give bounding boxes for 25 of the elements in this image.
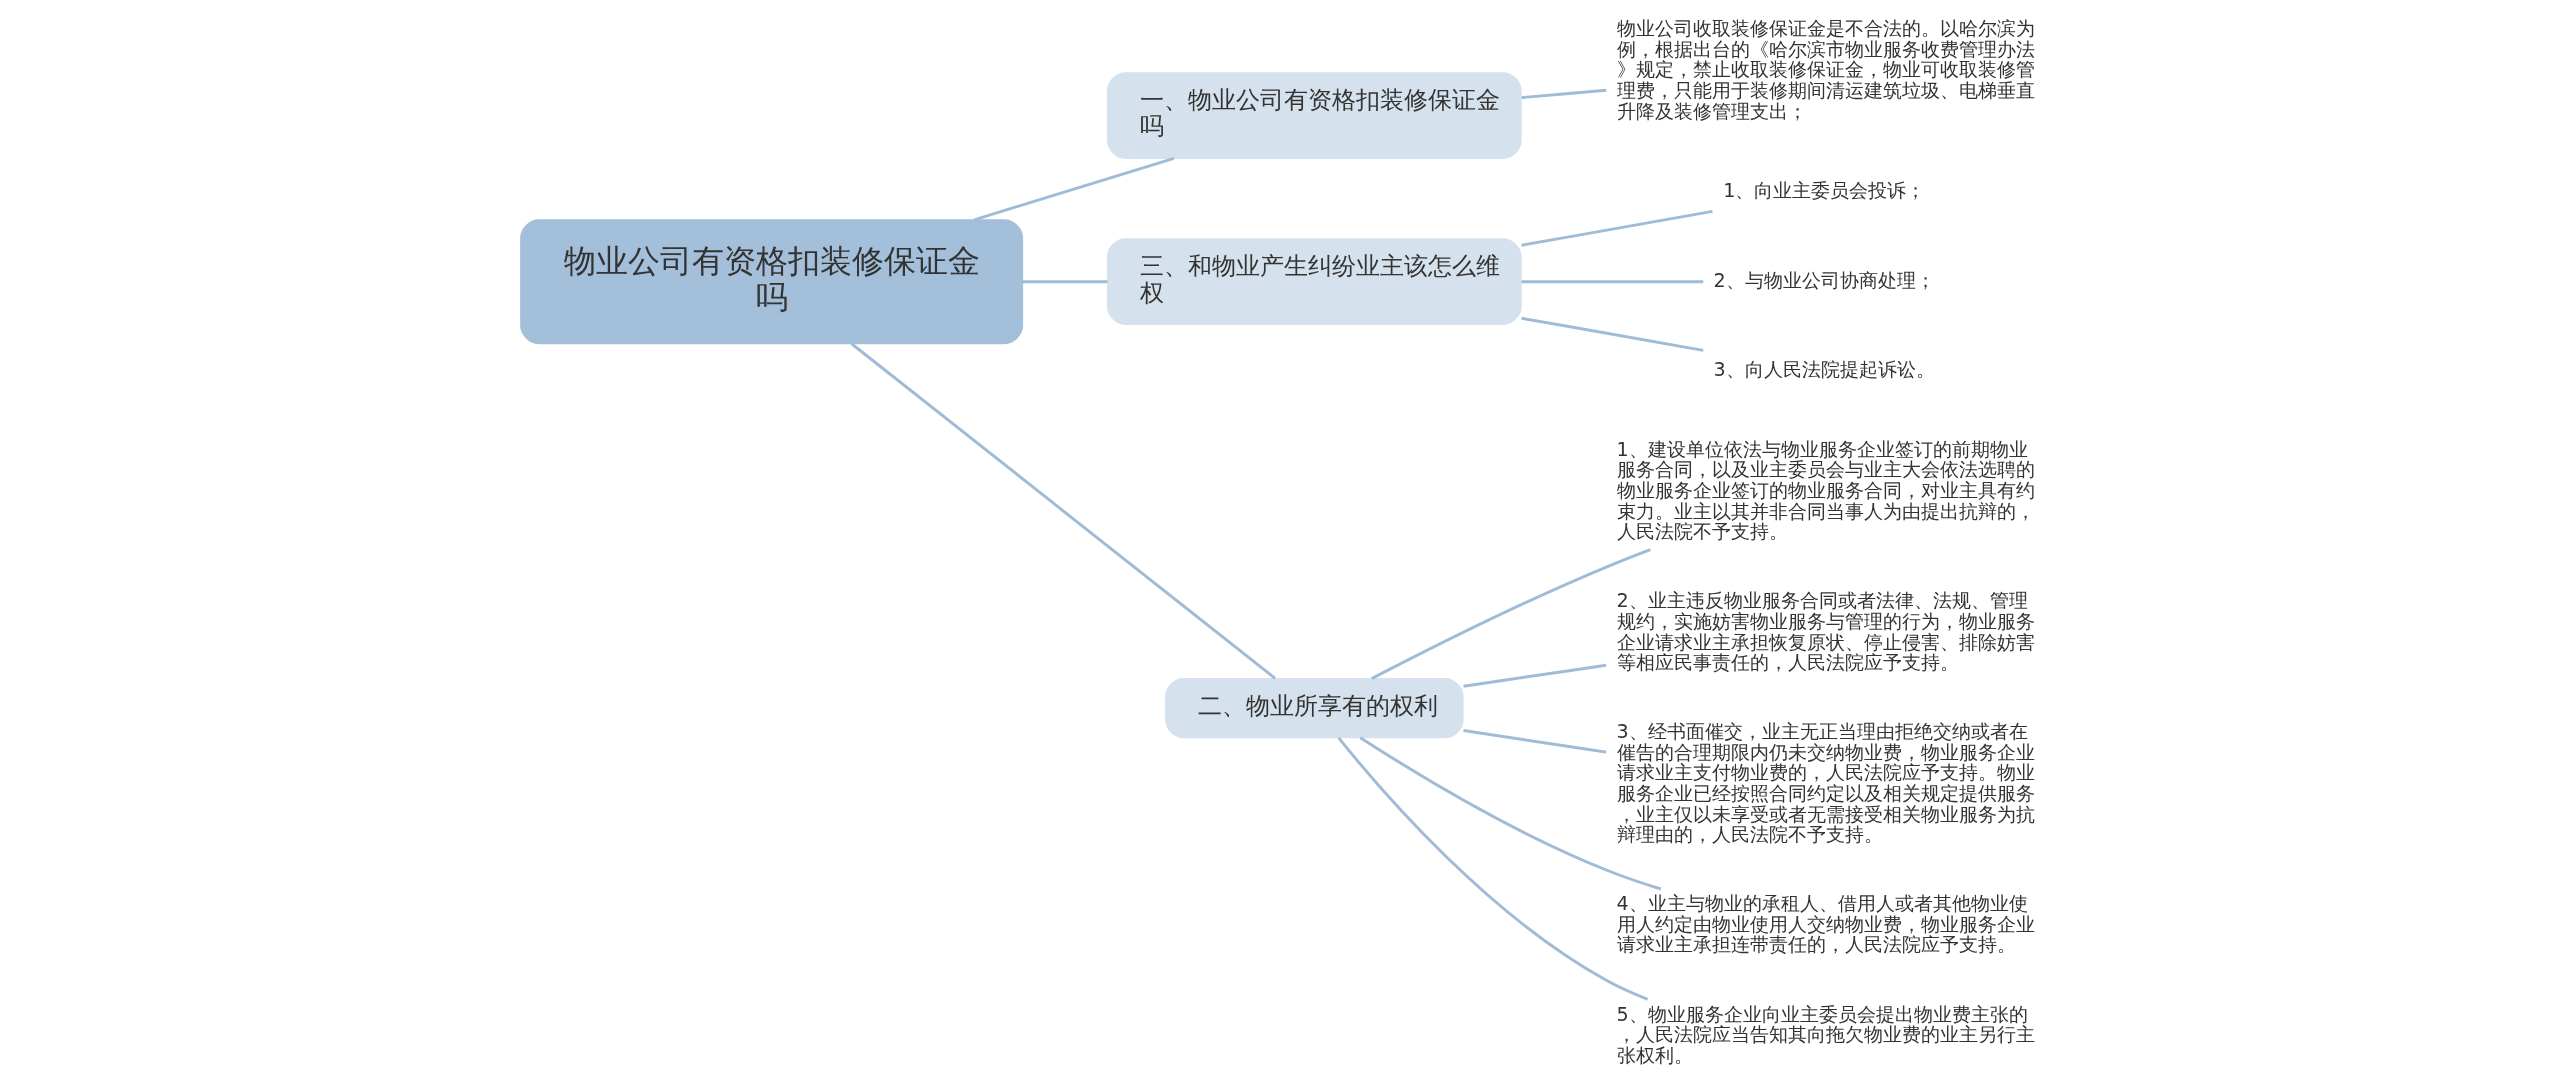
node-box: 二、物业所享有的权利 xyxy=(1164,678,1464,739)
node-text: 3、经书面催交，业主无正当理由拒绝交纳或者在催告的合理期限内仍未交纳物业费，物业服务企业请求业主支付物业费的，人民法院应予支持。物业服务企业已经按照合同约定以及相关规定提供服务，业主仅以未享受或者无需接受相关物业服务为抗辩理由的，人民法院不予支持。 xyxy=(1616,720,2035,847)
node-text: 4、业主与物业的承租人、借用人或者其他物业使用人约定由物业使用人交纳物业费，物业服务企业请求业主承担连带责任的，人民法院应予支持。 xyxy=(1616,892,2035,957)
connector xyxy=(1462,729,1606,754)
connector xyxy=(1462,663,1606,688)
connector xyxy=(1520,88,1606,100)
node-text: 1、建设单位依法与物业服务企业签订的前期物业服务合同，以及业主委员会与业主大会依法选聘的物业服务企业签订的物业服务合同，对业主具有约束力。业主以其并非合同当事人为由提出抗辩的，人民法院不予支持。 xyxy=(1616,437,2035,544)
node-text: 2、业主违反物业服务合同或者法律、法规、管理规约，实施妨害物业服务与管理的行为，物业服务企业请求业主承担恢复原状、停止侵害、排除妨害等相应民事责任的，人民法院应予支持。 xyxy=(1616,589,2035,675)
connector xyxy=(973,156,1174,222)
node-box: 物业公司有资格扣装修保证金吗 xyxy=(519,219,1023,345)
connector xyxy=(1521,280,1703,284)
connector xyxy=(1359,736,1661,891)
node-text: 2、与物业公司协商处理； xyxy=(1713,268,1935,292)
node-text: 3、向人民法院提起诉讼。 xyxy=(1713,358,1935,382)
node-text: 5、物业服务企业向业主委员会提出物业费主张的，人民法院应当告知其向拖欠物业费的业主另行主张权利。 xyxy=(1616,1002,2035,1067)
node-box: 一、物业公司有资格扣装修保证金吗 xyxy=(1106,72,1522,159)
node-text: 物业公司收取装修保证金是不合法的。以哈尔滨为例，根据出台的《哈尔滨市物业服务收费管理办法》规定，禁止收取装修保证金，物业可收取装修管理费，只能用于装修期间清运建筑垃圾、电梯垂直升降及装修管理支出； xyxy=(1616,17,2035,123)
connector xyxy=(1520,209,1713,247)
node-text: 1、向业主委员会投诉； xyxy=(1722,179,1925,202)
connector xyxy=(1021,280,1107,284)
connector xyxy=(1520,316,1704,352)
connector xyxy=(850,342,1276,680)
connector xyxy=(1337,736,1648,1001)
node-box: 三、和物业产生纠纷业主该怎么维权 xyxy=(1106,238,1522,326)
connector xyxy=(1370,548,1651,680)
